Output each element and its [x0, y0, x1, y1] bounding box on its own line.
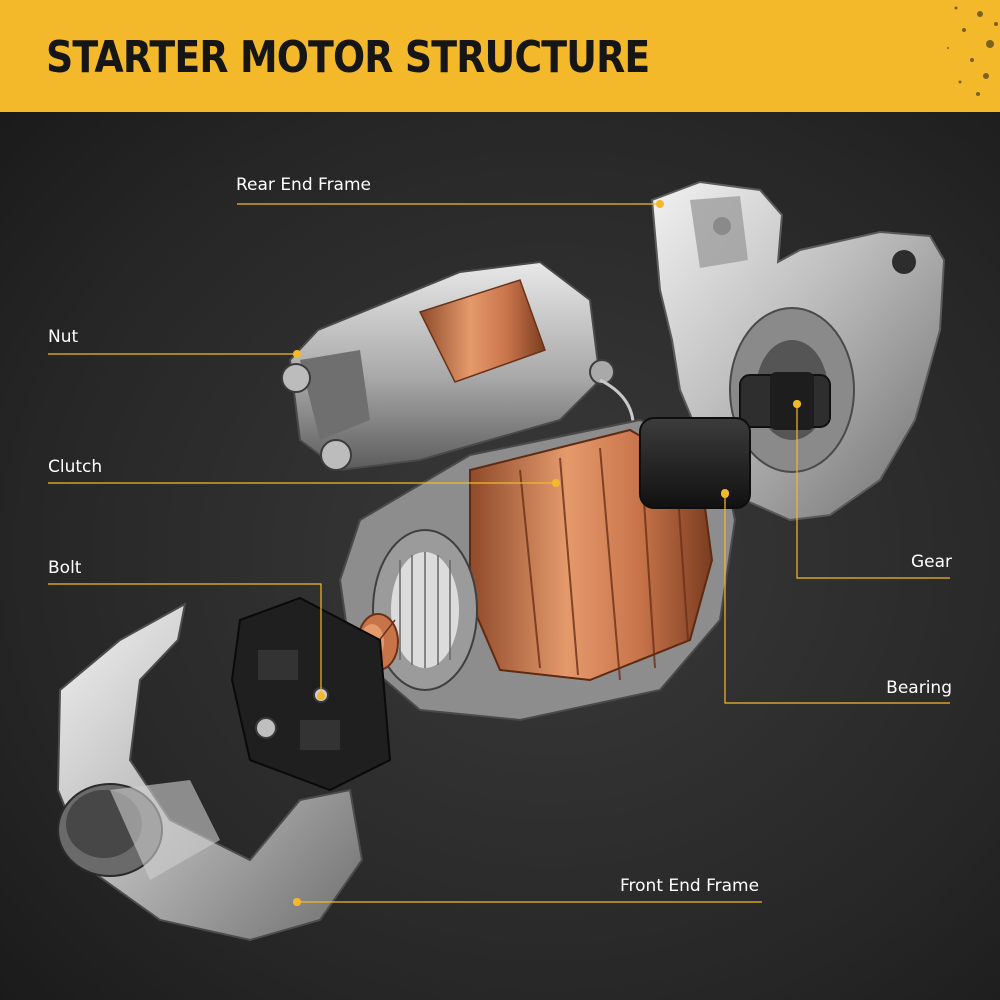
- clutch-dot: [552, 479, 560, 487]
- label-gear: Gear: [910, 552, 952, 572]
- front-end-frame-dot: [293, 898, 301, 906]
- brush-holder-part: [230, 596, 392, 792]
- label-bearing: Bearing: [886, 678, 952, 698]
- bolt-dot: [317, 692, 325, 700]
- bearing-leader: [724, 494, 950, 704]
- paint-splatter-decoration: [947, 6, 998, 96]
- gear-dot: [793, 400, 801, 408]
- bolt-leader: [48, 583, 322, 696]
- gear-leader: [796, 404, 950, 579]
- bearing-dot: [721, 490, 729, 498]
- gear-part: [739, 372, 831, 430]
- label-bolt: Bolt: [48, 558, 82, 578]
- label-rear-end-frame: Rear End Frame: [236, 175, 371, 195]
- solenoid-part: [281, 260, 635, 472]
- front-end-frame-part: [56, 602, 364, 942]
- leader-lines: [48, 203, 950, 903]
- armature-housing-part: [338, 417, 751, 722]
- page-title: STARTER MOTOR STRUCTURE: [46, 32, 650, 83]
- label-nut: Nut: [48, 327, 79, 347]
- nut-dot: [293, 350, 301, 358]
- leader-dots: [293, 200, 801, 906]
- rear-end-frame-dot: [656, 200, 664, 208]
- header-band: STARTER MOTOR STRUCTURE: [0, 0, 1000, 112]
- label-front-end-frame: Front End Frame: [620, 876, 760, 896]
- label-clutch: Clutch: [48, 457, 103, 477]
